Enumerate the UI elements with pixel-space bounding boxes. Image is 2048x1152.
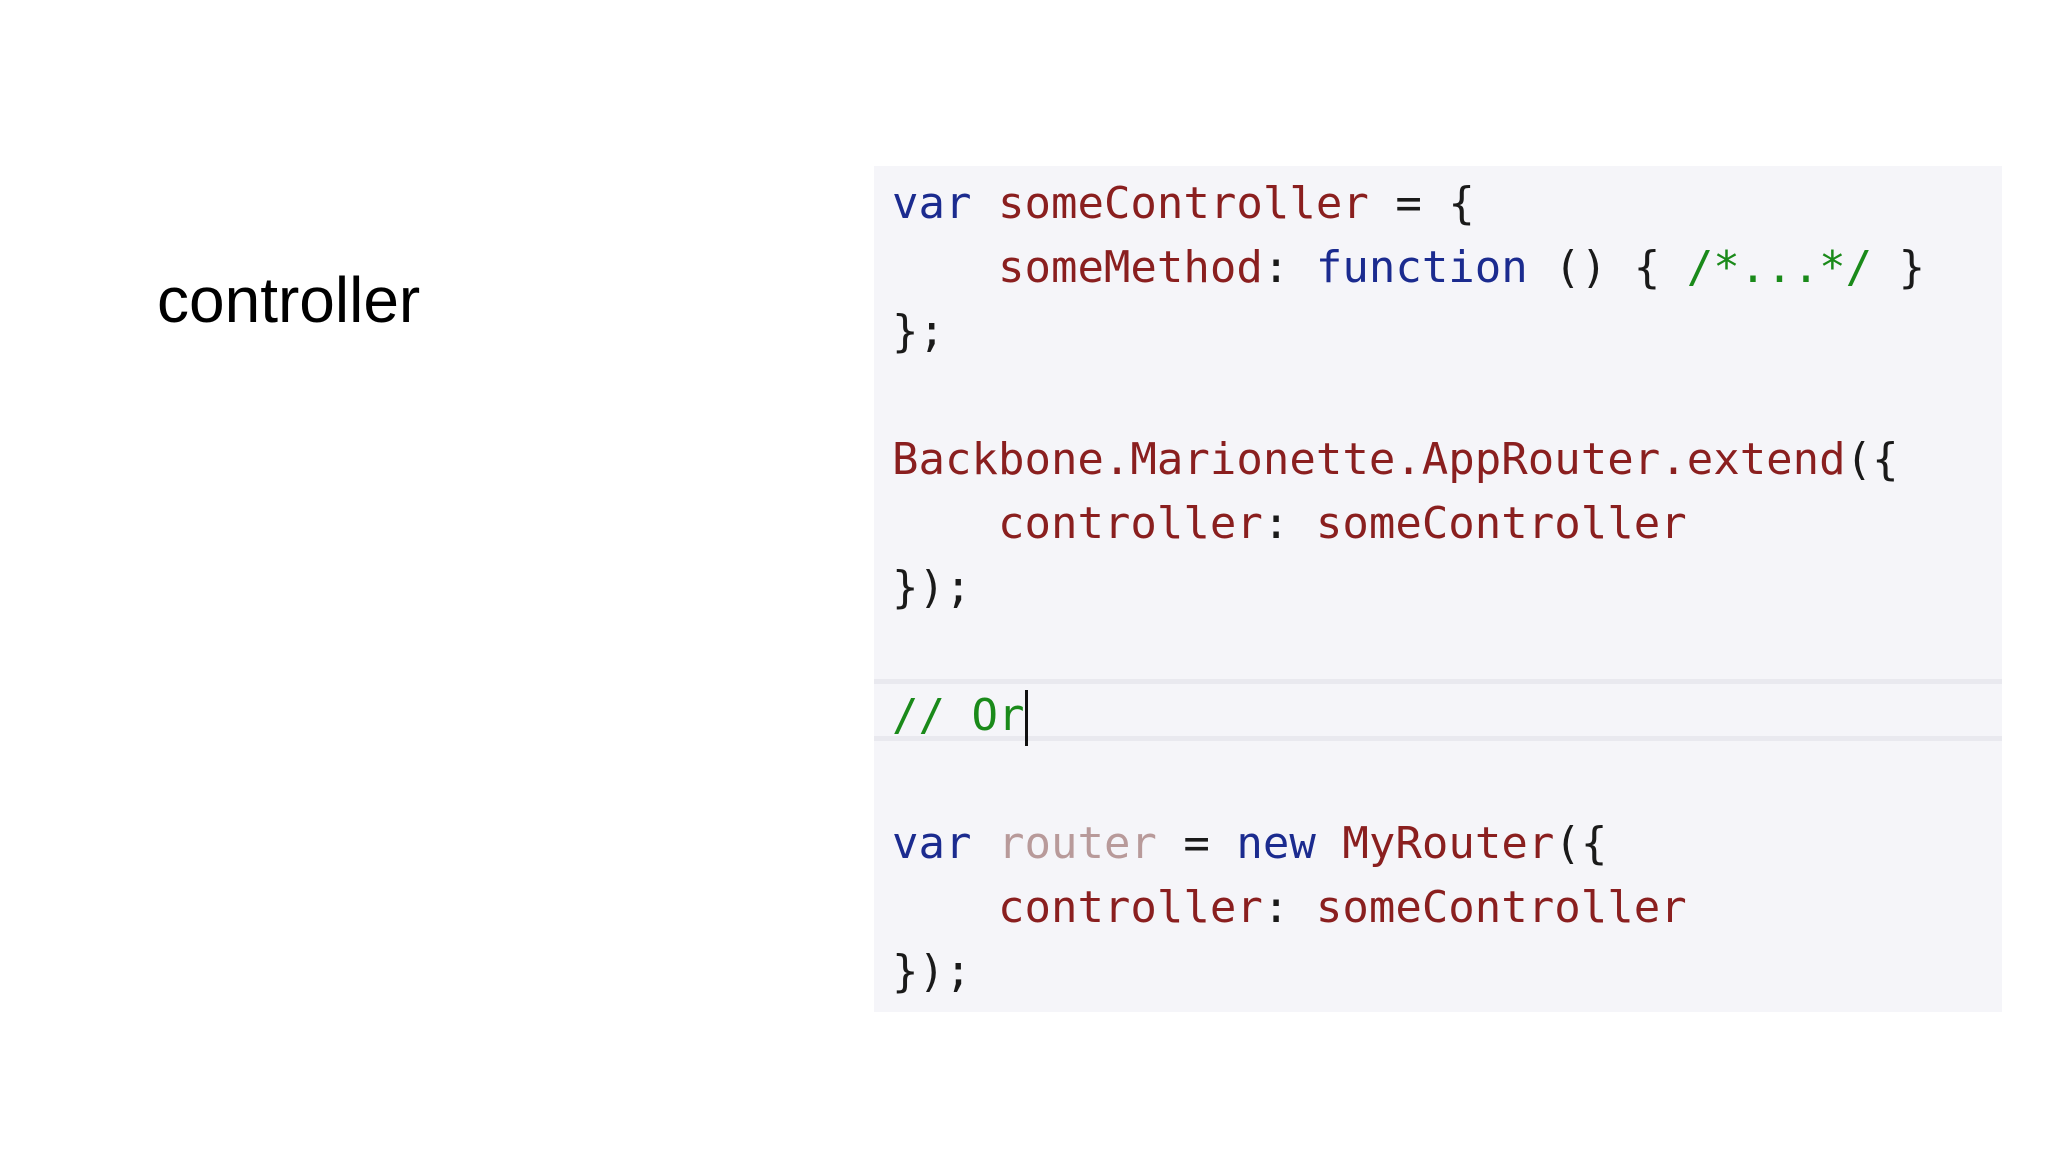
code-line: var router = new MyRouter({: [892, 812, 1607, 876]
code-token: };: [892, 306, 945, 357]
code-line: });: [892, 940, 971, 1004]
code-token: = {: [1368, 178, 1475, 229]
current-line-highlight: [874, 679, 2002, 741]
code-token: :: [1262, 498, 1316, 549]
code-token: ({: [1554, 818, 1608, 869]
code-line: // Or: [892, 684, 1029, 748]
code-token: var: [892, 818, 972, 869]
code-token: [1316, 818, 1343, 869]
code-token: router: [997, 818, 1157, 869]
code-token: MyRouter: [1342, 818, 1555, 869]
code-token: [971, 178, 998, 229]
code-token: controller: [997, 882, 1263, 933]
code-indent: [892, 498, 998, 549]
code-indent: [892, 882, 998, 933]
code-line: controller: someController: [892, 492, 1687, 556]
code-token: /*...*/: [1686, 242, 1873, 293]
code-token: :: [1262, 882, 1316, 933]
code-line: var someController = {: [892, 172, 1475, 236]
code-token: controller: [997, 498, 1263, 549]
code-token: }: [1872, 242, 1926, 293]
code-token: someMethod: [997, 242, 1263, 293]
code-token: var: [892, 178, 972, 229]
code-token: });: [892, 946, 972, 997]
code-token: });: [892, 562, 972, 613]
code-line: Backbone.Marionette.AppRouter.extend({: [892, 428, 1899, 492]
code-token: someController: [997, 178, 1369, 229]
code-token: function: [1315, 242, 1528, 293]
code-line: someMethod: function () { /*...*/ }: [892, 236, 1925, 300]
code-token: Backbone.Marionette.AppRouter.extend: [892, 434, 1846, 485]
code-token: new: [1236, 818, 1316, 869]
code-indent: [892, 242, 998, 293]
code-token: =: [1156, 818, 1237, 869]
code-token: () {: [1527, 242, 1687, 293]
text-cursor: [1025, 690, 1029, 746]
code-panel[interactable]: var someController = { someMethod: funct…: [874, 166, 2002, 1012]
code-token: someController: [1315, 882, 1687, 933]
code-token: ({: [1845, 434, 1899, 485]
code-token: [971, 818, 998, 869]
code-token: someController: [1315, 498, 1687, 549]
code-token: // Or: [892, 690, 1025, 741]
code-token: :: [1262, 242, 1316, 293]
code-line: controller: someController: [892, 876, 1687, 940]
code-line: };: [892, 300, 945, 364]
slide-title: controller: [157, 264, 421, 336]
code-line: });: [892, 556, 971, 620]
